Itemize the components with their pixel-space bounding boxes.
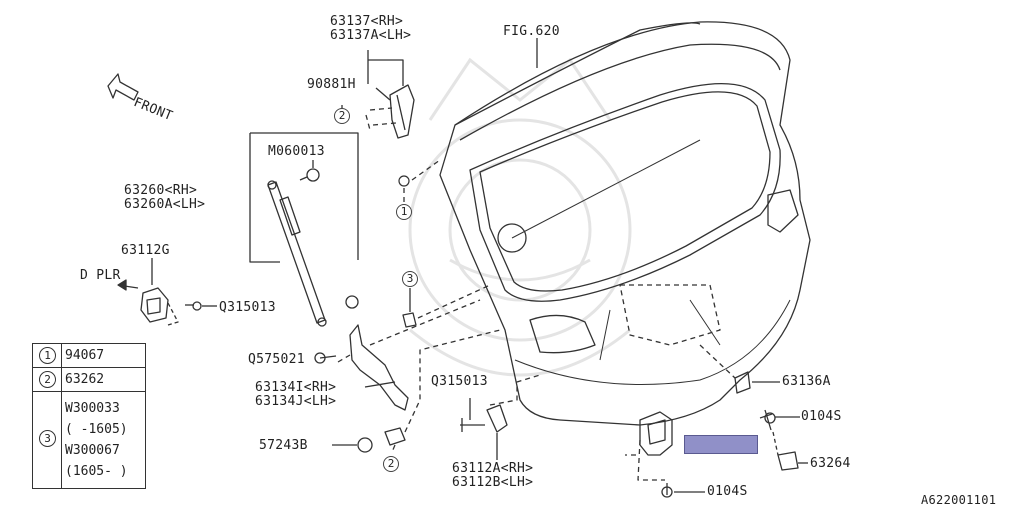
marker-2-top: 2: [334, 108, 350, 124]
clip-part: [402, 312, 417, 328]
part-q315013-left-label[interactable]: Q315013: [219, 300, 276, 315]
highlight-box[interactable]: [684, 435, 758, 454]
marker-1: 1: [396, 204, 412, 220]
hinge-part: [389, 84, 415, 139]
legend-value: 63262: [65, 372, 105, 387]
part-63112g-label[interactable]: 63112G: [121, 243, 170, 258]
part-63134-label[interactable]: 63134I<RH> 63134J<LH>: [255, 380, 337, 409]
bumper-63112g: [140, 287, 169, 323]
latch-assembly: [639, 411, 673, 456]
part-q575021-label[interactable]: Q575021: [248, 352, 305, 367]
left-lamp-cutout: [529, 314, 596, 354]
legend-value: W300033 ( -1605) W300067 (1605- ): [65, 401, 128, 479]
panel-bracket-63134: [349, 324, 409, 411]
legend-row: 1 94067: [33, 344, 145, 368]
part-90881h-label[interactable]: 90881H: [307, 77, 356, 92]
gas-strut: [267, 180, 327, 327]
part-0104s-top-label[interactable]: 0104S: [801, 409, 842, 424]
dplr-label: D PLR: [80, 268, 121, 283]
legend-num: 3: [39, 430, 56, 447]
part-63264-label[interactable]: 63264: [810, 456, 851, 471]
part-m060013-label[interactable]: M060013: [268, 144, 325, 159]
strut-bracket-box: [249, 132, 359, 263]
bumper-63112a: [486, 404, 508, 433]
part-63260-label[interactable]: 63260<RH> 63260A<LH>: [124, 183, 206, 212]
part-63112a-label[interactable]: 63112A<RH> 63112B<LH>: [452, 461, 534, 490]
part-57243b-label[interactable]: 57243B: [259, 438, 308, 453]
legend-num: 2: [39, 371, 56, 388]
front-arrow-icon: [107, 73, 139, 101]
legend-table: 1 94067 2 63262 3 W300033 ( -1605) W3000…: [32, 343, 146, 489]
plate-recess: [619, 284, 721, 346]
legend-row: 2 63262: [33, 368, 145, 392]
part-0104s-bottom-label[interactable]: 0104S: [707, 484, 748, 499]
marker-2-bottom: 2: [383, 456, 399, 472]
part-63137-label[interactable]: 63137<RH> 63137A<LH>: [330, 14, 412, 43]
legend-row: 3 W300033 ( -1605) W300067 (1605- ): [33, 392, 145, 488]
diagram-id-label: A622001101: [921, 493, 997, 507]
tailgate-outline: [439, 21, 811, 426]
glass-outline: [469, 82, 781, 302]
pad-63136a: [734, 371, 751, 394]
striker-63264: [777, 451, 799, 471]
part-63136a-label[interactable]: 63136A: [782, 374, 831, 389]
marker-3: 3: [402, 271, 418, 287]
legend-num: 1: [39, 347, 56, 364]
wiper-pivot: [497, 223, 527, 253]
part-q315013-mid-label[interactable]: Q315013: [431, 374, 488, 389]
legend-value: 94067: [65, 348, 105, 363]
glass-inner: [479, 91, 771, 292]
grommet-part: [398, 175, 410, 187]
right-lamp-cutout: [767, 189, 799, 233]
spoiler-outline: [454, 22, 781, 141]
fig-ref-label[interactable]: FIG.620: [503, 24, 560, 39]
